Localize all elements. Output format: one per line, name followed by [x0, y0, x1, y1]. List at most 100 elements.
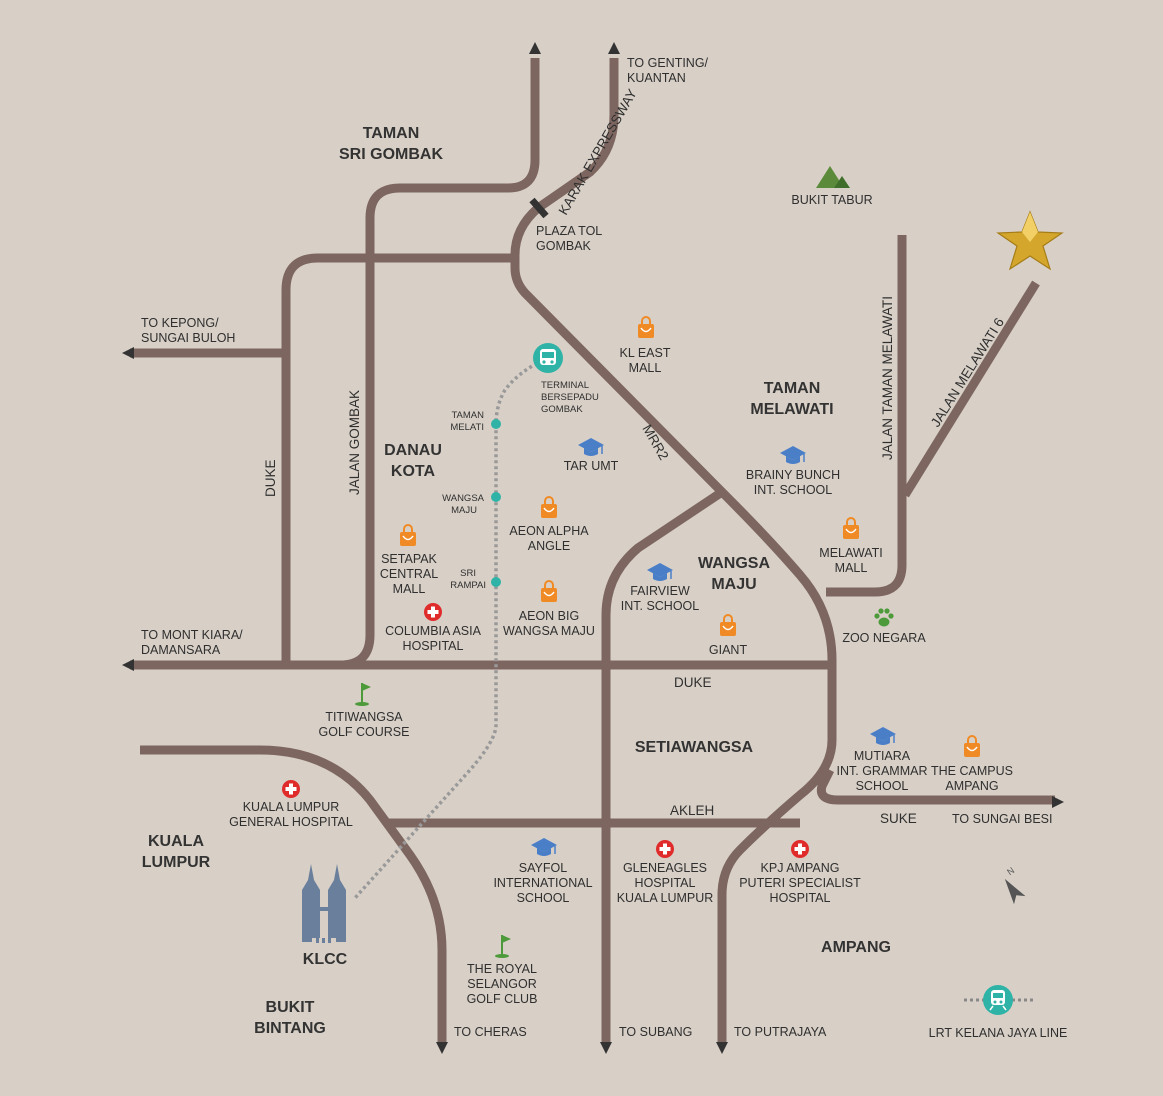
direction-label-cheras: TO CHERAS — [454, 1025, 527, 1039]
road-label-duke-vertical: DUKE — [263, 459, 278, 497]
karak-expressway-road — [510, 58, 837, 1044]
direction-label-kepong: TO KEPONG/SUNGAI BULOH — [141, 316, 235, 345]
mountain-icon — [816, 166, 850, 188]
mrr2-sw-road — [601, 488, 725, 1044]
lrt-station-wangsa-maju — [491, 492, 501, 502]
graduation-cap-icon — [869, 726, 897, 746]
north-arrow-icon: N — [1004, 865, 1026, 905]
area-label-klcc: KLCC — [303, 951, 348, 968]
shopping-bag-icon — [540, 580, 558, 603]
golf-flag-icon — [354, 682, 372, 707]
area-label-ampang: AMPANG — [821, 939, 891, 956]
lrt-station-taman-melati — [491, 419, 501, 429]
cheras-road — [140, 745, 447, 1044]
direction-label-subang: TO SUBANG — [619, 1025, 692, 1039]
cheras-arrow — [436, 1042, 448, 1054]
bus-icon — [533, 343, 563, 373]
road-label-karak: KARAK EXPRESSWAY — [556, 87, 640, 218]
putrajaya-arrow — [716, 1042, 728, 1054]
subang-arrow — [600, 1042, 612, 1054]
paw-icon — [874, 608, 894, 627]
melawati-road — [826, 235, 907, 597]
area-label-setiawangsa: SETIAWANGSA — [635, 739, 754, 756]
place-label-giant: GIANT — [709, 643, 748, 657]
direction-label-genting: TO GENTING/KUANTAN — [627, 56, 709, 85]
sungai-besi-arrow — [1052, 796, 1064, 808]
toll-plaza-marker — [529, 197, 549, 219]
graduation-cap-icon — [577, 437, 605, 457]
road-label-duke-horizontal: DUKE — [674, 675, 712, 690]
lrt-legend — [964, 985, 1034, 1015]
north-gombak-arrow — [529, 42, 541, 54]
melawati-6-road — [901, 280, 1040, 498]
road-label-jalan-taman-melawati: JALAN TAMAN MELAWATI — [880, 296, 895, 460]
shopping-bag-icon — [719, 614, 737, 637]
train-icon — [983, 985, 1013, 1015]
graduation-cap-icon — [779, 445, 807, 465]
road-label-jalan-melawati-6: JALAN MELAWATI 6 — [928, 315, 1007, 429]
road-label-jalan-gombak: JALAN GOMBAK — [347, 390, 362, 495]
graduation-cap-icon — [530, 837, 558, 857]
shopping-bag-icon — [540, 496, 558, 519]
shopping-bag-icon — [637, 316, 655, 339]
road-label-suke: SUKE — [880, 811, 917, 826]
road-label-akleh: AKLEH — [670, 803, 714, 818]
klcc-towers-icon — [302, 864, 346, 943]
gombak-north-road — [285, 58, 540, 670]
shopping-bag-icon — [399, 524, 417, 547]
red-cross-icon — [656, 840, 674, 858]
red-cross-icon — [282, 780, 300, 798]
direction-label-putrajaya: TO PUTRAJAYA — [734, 1025, 827, 1039]
place-label-bukit-tabur: BUKIT TABUR — [791, 193, 872, 207]
duke-vertical-road — [281, 253, 513, 668]
suke-road — [816, 767, 1055, 805]
lrt-station-sri-rampai — [491, 577, 501, 587]
shopping-bag-icon — [963, 735, 981, 758]
red-cross-icon — [791, 840, 809, 858]
lrt-line — [353, 356, 549, 900]
graduation-cap-icon — [646, 562, 674, 582]
golf-flag-icon — [494, 934, 512, 959]
road-network — [130, 58, 1055, 1044]
shopping-bag-icon — [842, 517, 860, 540]
star-icon — [996, 210, 1064, 271]
direction-arrows — [122, 42, 1064, 1054]
direction-label-mont-kiara: TO MONT KIARA/DAMANSARA — [141, 628, 243, 657]
direction-labels: TO GENTING/KUANTAN TO KEPONG/SUNGAI BULO… — [141, 56, 1053, 1039]
kepong-arrow — [122, 347, 134, 359]
red-cross-icon — [424, 603, 442, 621]
direction-label-sungai-besi: TO SUNGAI BESI — [952, 812, 1053, 826]
svg-text:N: N — [1005, 865, 1016, 877]
genting-arrow — [608, 42, 620, 54]
place-label-zoo-negara: ZOO NEGARA — [842, 631, 926, 645]
